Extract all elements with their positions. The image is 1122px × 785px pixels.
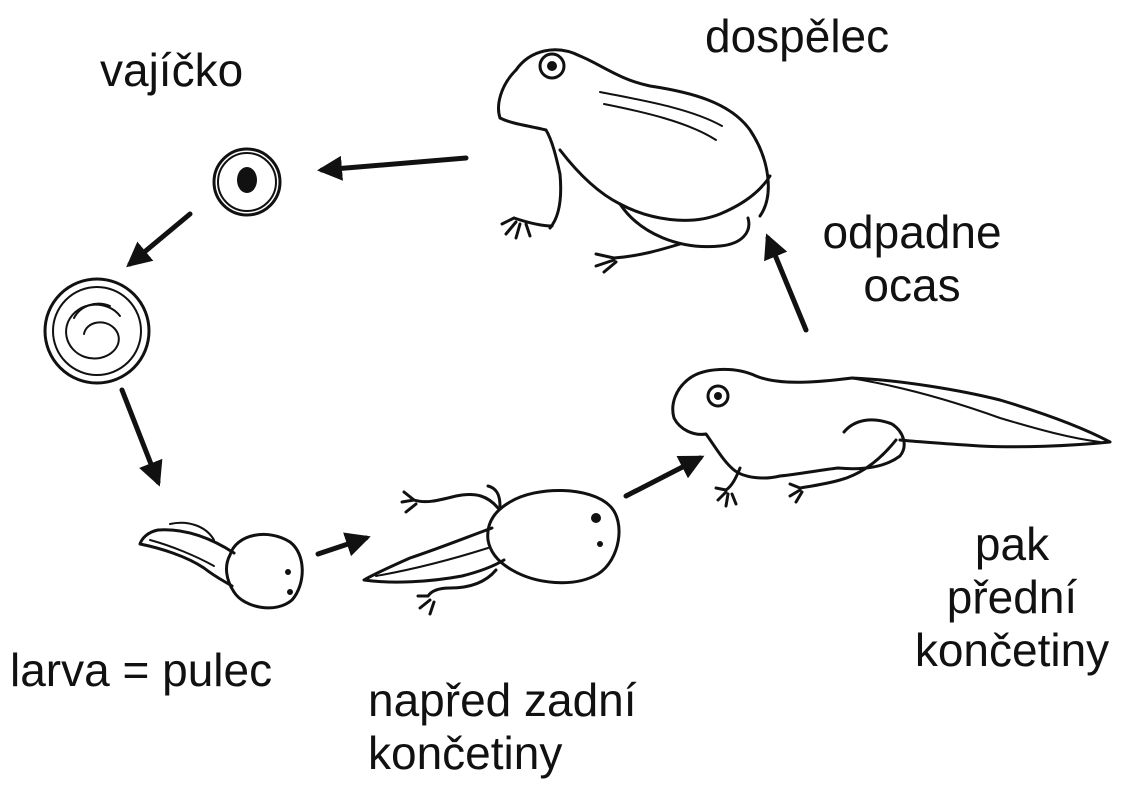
label-tail-loss-line-1: odpadne (812, 206, 1012, 259)
arrow-tadpole-to-hind-legs (318, 538, 366, 554)
label-front-legs-line-2: přední (902, 571, 1122, 624)
tadpole-hind-legs-drawing (364, 486, 619, 614)
label-tail-loss-line-2: ocas (812, 259, 1012, 312)
arrow-adult-to-egg (322, 158, 466, 170)
label-front-legs-line-3: končetiny (902, 624, 1122, 677)
label-adult: dospělec (705, 10, 889, 63)
tadpole-drawing (140, 523, 302, 608)
label-front-legs-line-1: pak (902, 518, 1122, 571)
embryo-drawing (45, 279, 149, 383)
froglet-drawing (673, 369, 1110, 506)
arrow-embryo-to-tadpole (122, 390, 158, 482)
label-tail-loss: odpadne ocas (812, 206, 1012, 312)
label-larva: larva = pulec (10, 644, 272, 697)
arrow-egg-to-embryo (130, 214, 190, 264)
label-hind-legs-line-2: končetiny (368, 727, 637, 780)
adult-frog-drawing (499, 50, 770, 272)
arrow-froglet-to-adult (768, 238, 806, 330)
label-hind-legs-line-1: napřed zadní (368, 674, 637, 727)
label-egg: vajíčko (100, 44, 243, 97)
label-hind-legs: napřed zadní končetiny (368, 674, 637, 780)
arrow-hind-legs-to-froglet (626, 458, 700, 496)
label-front-legs: pak přední končetiny (902, 518, 1122, 677)
egg-drawing (214, 149, 280, 215)
